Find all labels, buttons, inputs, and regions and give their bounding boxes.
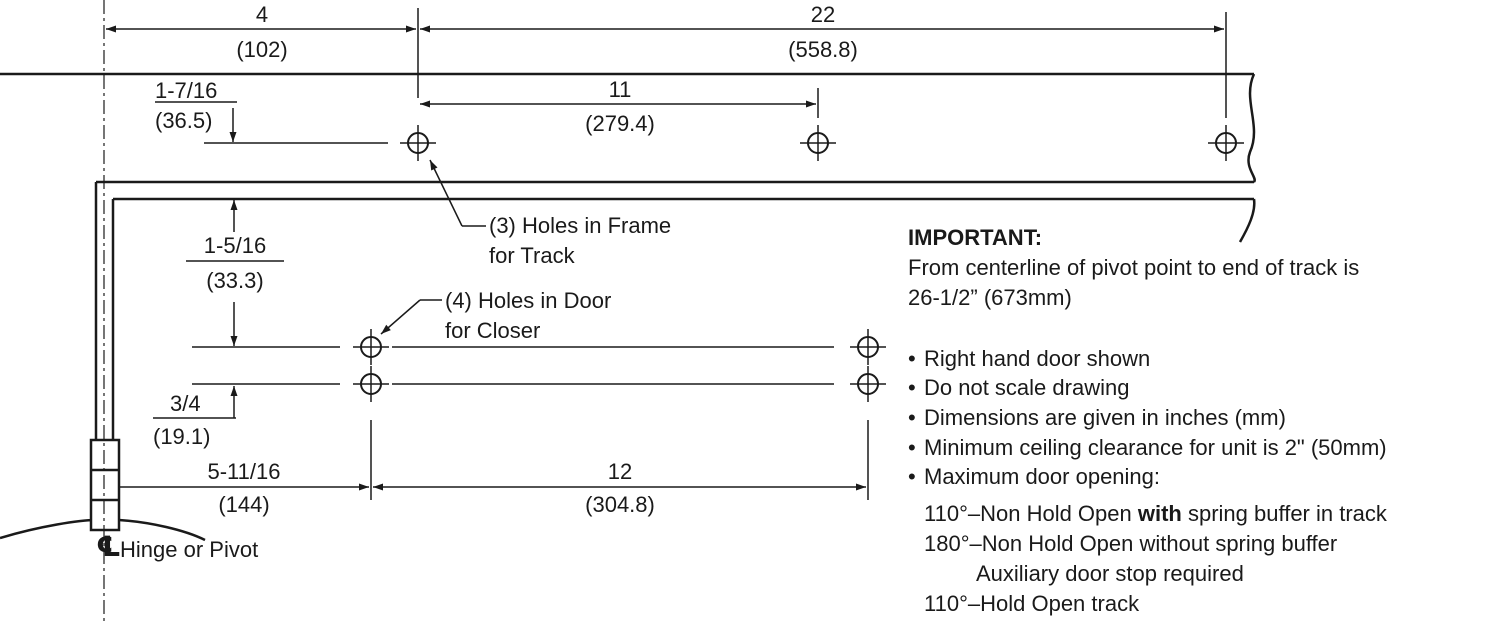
bullet-dot: • (908, 346, 916, 371)
dim-hole-drop-in: 1-7/16 (155, 78, 217, 103)
door-hole (850, 329, 886, 365)
note-bullet-list: • Right hand door shown • Do not scale d… (908, 346, 1387, 489)
door-hole (353, 366, 389, 402)
opening-item-1: 110°–Non Hold Open with spring buffer in… (924, 501, 1388, 526)
frame-hole (400, 125, 436, 161)
opening-item-2-sub: Auxiliary door stop required (976, 561, 1244, 586)
dim-hole-drop-mm: (36.5) (155, 108, 212, 133)
dim-frame-offset-mm: (102) (236, 37, 287, 62)
frame-holes-label-2: for Track (489, 243, 576, 268)
dim-door-hole-offset-in: 5-11/16 (208, 459, 281, 484)
dim-hole-spacing-mm: (279.4) (585, 111, 655, 136)
centerline-symbol: ℄ (96, 531, 121, 562)
dim-door-hole-offset-mm: (144) (218, 492, 269, 517)
bullet-item: Minimum ceiling clearance for unit is 2"… (924, 435, 1387, 460)
dim-track-length-in: 22 (811, 2, 835, 27)
bullet-item: Right hand door shown (924, 346, 1150, 371)
dim-hole-spacing: 11 (279.4) (420, 77, 819, 136)
frame-outline (0, 72, 1256, 184)
dim-frame-offset: 4 (102) (106, 2, 419, 98)
dim-hole-drop: 1-7/16 (36.5) (155, 78, 388, 144)
dim-door-hole-offset: 5-11/16 (144) (120, 420, 372, 517)
dim-frame-offset-in: 4 (256, 2, 268, 27)
dim-frame-to-door-in: 1-5/16 (204, 233, 266, 258)
hinge (89, 438, 121, 532)
dim-hole-spacing-in: 11 (609, 77, 632, 102)
bullet-dot: • (908, 435, 916, 460)
important-notes: IMPORTANT: From centerline of pivot poin… (908, 225, 1388, 616)
dim-frame-to-door: 1-5/16 (33.3) (186, 200, 284, 346)
bullet-dot: • (908, 464, 916, 489)
door-holes-callout: (4) Holes in Door for Closer (380, 288, 611, 343)
door-holes-label-1: (4) Holes in Door (445, 288, 611, 313)
frame-hole (800, 125, 836, 161)
bullet-dot: • (908, 375, 916, 400)
dim-door-hole-spacing-v: 3/4 (19.1) (153, 386, 238, 449)
frame-hole (1208, 125, 1244, 161)
dim-track-length: 22 (558.8) (420, 2, 1227, 118)
dim-door-hole-spacing-v-in: 3/4 (170, 391, 201, 416)
important-heading: IMPORTANT: (908, 225, 1042, 250)
dim-door-hole-spacing-h-in: 12 (608, 459, 632, 484)
door-opening-list: 110°–Non Hold Open with spring buffer in… (924, 501, 1388, 616)
frame-holes-callout: (3) Holes in Frame for Track (429, 159, 671, 268)
centerline-label: ℄ Hinge or Pivot (96, 531, 258, 562)
bullet-item: Do not scale drawing (924, 375, 1129, 400)
door-outline (0, 182, 1256, 542)
door-holes-label-2: for Closer (445, 318, 540, 343)
door-hole-extension-lines (192, 346, 834, 385)
frame-holes-label-1: (3) Holes in Frame (489, 213, 671, 238)
important-line-2: 26-1/2” (673mm) (908, 285, 1072, 310)
bullet-dot: • (908, 405, 916, 430)
dim-door-hole-spacing-v-mm: (19.1) (153, 424, 210, 449)
bullet-item: Maximum door opening: (924, 464, 1160, 489)
dim-door-hole-spacing-h: 12 (304.8) (373, 420, 869, 517)
bullet-item: Dimensions are given in inches (mm) (924, 405, 1286, 430)
dim-track-length-mm: (558.8) (788, 37, 858, 62)
door-hole (353, 329, 389, 365)
important-line-1: From centerline of pivot point to end of… (908, 255, 1359, 280)
dim-door-hole-spacing-h-mm: (304.8) (585, 492, 655, 517)
opening-item-3: 110°–Hold Open track (924, 591, 1140, 616)
centerline-text: Hinge or Pivot (120, 537, 258, 562)
door-hole (850, 366, 886, 402)
dim-frame-to-door-mm: (33.3) (206, 268, 263, 293)
opening-item-2: 180°–Non Hold Open without spring buffer (924, 531, 1337, 556)
